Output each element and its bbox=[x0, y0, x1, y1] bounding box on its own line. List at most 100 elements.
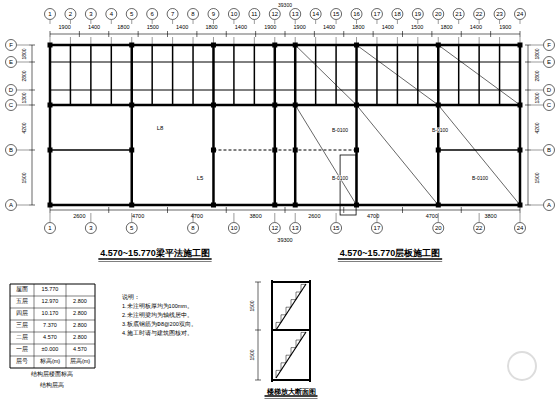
axis-line bbox=[254, 37, 255, 45]
axis-bubbles bbox=[6, 9, 555, 234]
column bbox=[272, 203, 277, 208]
dimension-tick bbox=[29, 205, 35, 206]
axis-line bbox=[315, 37, 316, 45]
stair-step bbox=[301, 332, 302, 340]
stair-callout bbox=[340, 155, 356, 215]
overall-dimension: 39300 bbox=[278, 2, 292, 7]
stair-step bbox=[276, 322, 281, 323]
axis-bubble bbox=[106, 9, 117, 20]
table-cell: ±0.000 bbox=[42, 347, 59, 353]
axis-line bbox=[70, 37, 71, 45]
axis-bubble bbox=[371, 223, 382, 234]
axis-line bbox=[70, 20, 71, 24]
dimension-tick bbox=[343, 207, 344, 213]
column bbox=[272, 103, 277, 108]
axis-line bbox=[17, 205, 29, 206]
table-cell: 7.370 bbox=[43, 323, 57, 329]
table-cell: 4.570 bbox=[43, 335, 57, 341]
landing-slab bbox=[272, 379, 310, 381]
stair-step bbox=[286, 307, 291, 308]
note-line: 说明： bbox=[122, 295, 140, 301]
axis-line bbox=[397, 37, 398, 45]
dimension-tick bbox=[520, 207, 521, 213]
stair-flight bbox=[276, 284, 306, 330]
dimension: 4700 bbox=[367, 214, 379, 220]
axis-number: 6 bbox=[151, 11, 154, 17]
axis-bubble bbox=[188, 9, 199, 20]
axis-line bbox=[438, 20, 439, 24]
axis-number: 17 bbox=[374, 225, 381, 231]
dimension-tick bbox=[226, 207, 227, 213]
axis-bubble bbox=[544, 100, 555, 111]
axis-line bbox=[254, 20, 255, 24]
axis-bubble bbox=[494, 9, 505, 20]
stair-flight bbox=[276, 332, 306, 378]
axis-bubble bbox=[6, 85, 17, 96]
axis-line bbox=[17, 90, 29, 91]
axis-letter: F bbox=[9, 42, 13, 48]
column bbox=[518, 148, 523, 153]
dimension: 1400 bbox=[382, 25, 394, 31]
slab-tag: B-0100 bbox=[471, 176, 489, 181]
beam bbox=[213, 150, 356, 151]
axis-bubble bbox=[310, 9, 321, 20]
axis-line bbox=[193, 20, 194, 24]
axis-bubble bbox=[515, 9, 526, 20]
table-rule bbox=[66, 284, 67, 368]
beam-tag: L5 bbox=[196, 175, 205, 181]
axis-bubble bbox=[392, 9, 403, 20]
slab-tag: B-0100 bbox=[431, 128, 449, 133]
drawing-title: 4.570~15.770梁平法施工图 bbox=[100, 249, 209, 258]
axis-line bbox=[17, 150, 29, 151]
wall bbox=[50, 149, 132, 151]
dimension: 1300 bbox=[535, 92, 540, 103]
axis-line bbox=[172, 37, 173, 45]
axis-line bbox=[531, 205, 543, 206]
dimension-tick bbox=[167, 207, 168, 213]
slab-mark bbox=[295, 45, 356, 105]
dimension-tick bbox=[50, 31, 51, 37]
table-rule bbox=[10, 332, 95, 333]
axis-letter: B bbox=[547, 147, 551, 153]
table-cell: 层高(m) bbox=[70, 359, 90, 365]
axis-number: 2 bbox=[69, 11, 72, 17]
table-cell: 三层 bbox=[16, 323, 28, 329]
table-caption: 结构层高 bbox=[40, 383, 64, 389]
axis-number: 10 bbox=[231, 225, 238, 231]
axis-number: 11 bbox=[251, 11, 257, 17]
dimension: 1500 bbox=[147, 25, 159, 31]
axis-bubble bbox=[188, 223, 199, 234]
stair-step bbox=[296, 340, 297, 348]
drawing-title: 4.570~15.770层板施工图 bbox=[340, 249, 440, 258]
axis-bubble bbox=[45, 223, 56, 234]
axis-number: 24 bbox=[517, 225, 524, 231]
wall bbox=[294, 45, 297, 205]
axis-letter: E bbox=[547, 59, 551, 65]
axis-line bbox=[172, 20, 173, 24]
wall bbox=[499, 45, 501, 105]
axis-line bbox=[531, 150, 543, 151]
column bbox=[436, 148, 441, 153]
axis-bubble bbox=[331, 9, 342, 20]
wall bbox=[172, 45, 174, 105]
table-cell: 2.800 bbox=[73, 335, 87, 341]
table-cell: 屋面 bbox=[16, 287, 28, 293]
axis-number: 18 bbox=[394, 11, 401, 17]
axis-number: 16 bbox=[353, 11, 360, 17]
wall bbox=[417, 45, 419, 105]
axis-line bbox=[233, 37, 234, 45]
stair-step bbox=[291, 348, 292, 356]
axis-bubble bbox=[544, 145, 555, 156]
wall bbox=[274, 45, 277, 205]
axis-line bbox=[531, 62, 543, 63]
wall bbox=[151, 45, 153, 105]
wall bbox=[70, 45, 72, 105]
axis-line bbox=[17, 45, 29, 46]
table-cell: 层号 bbox=[16, 359, 28, 365]
title-underline bbox=[338, 261, 442, 262]
dimension: 1500 bbox=[250, 300, 255, 311]
dimension: 1400 bbox=[176, 25, 188, 31]
table-rule bbox=[10, 344, 95, 345]
dimension-tick bbox=[525, 90, 531, 91]
